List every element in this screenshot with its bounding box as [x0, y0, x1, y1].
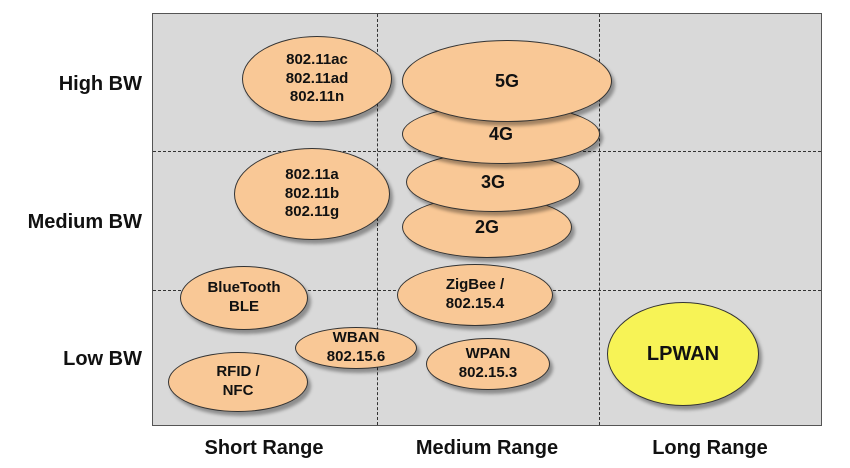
- bubble-wpan-label: WPAN 802.15.3: [458, 345, 518, 381]
- bubble-5g: 5G: [402, 40, 612, 122]
- bubble-rfid-label: RFID / NFC: [216, 363, 260, 399]
- bubble-3g-label: 3G: [480, 171, 505, 192]
- bubble-wifi-high: 802.11ac 802.11ad 802.11n: [242, 36, 392, 122]
- divider-medium-long: [599, 14, 600, 425]
- bubble-wifi-high-label: 802.11ac 802.11ad 802.11n: [285, 50, 349, 106]
- bubble-wpan: WPAN 802.15.3: [426, 338, 550, 390]
- x-label-short-range: Short Range: [204, 437, 324, 459]
- y-label-high-bw: High BW: [58, 73, 142, 95]
- bubble-zigbee-label: ZigBee / 802.15.4: [445, 276, 505, 312]
- bubble-wban: WBAN 802.15.6: [295, 327, 417, 369]
- y-label-medium-bw: Medium BW: [27, 211, 142, 233]
- bubble-lpwan-label: LPWAN: [646, 342, 720, 365]
- bubble-5g-label: 5G: [494, 70, 519, 91]
- bubble-wifi-medium-label: 802.11a 802.11b 802.11g: [284, 165, 340, 221]
- divider-short-medium: [377, 14, 378, 425]
- bubble-wban-label: WBAN 802.15.6: [326, 329, 386, 365]
- bubble-bluetooth: BlueTooth BLE: [180, 266, 308, 330]
- bubble-lpwan: LPWAN: [607, 302, 759, 406]
- bubble-wifi-medium: 802.11a 802.11b 802.11g: [234, 148, 390, 240]
- bubble-rfid: RFID / NFC: [168, 352, 308, 412]
- bubble-4g-label: 4G: [488, 123, 513, 144]
- bubble-bluetooth-label: BlueTooth BLE: [207, 279, 281, 315]
- x-label-long-range: Long Range: [652, 437, 768, 459]
- x-label-medium-range: Medium Range: [415, 437, 559, 459]
- bubble-zigbee: ZigBee / 802.15.4: [397, 264, 553, 326]
- y-label-low-bw: Low BW: [63, 348, 142, 370]
- bubble-2g-label: 2G: [474, 216, 499, 237]
